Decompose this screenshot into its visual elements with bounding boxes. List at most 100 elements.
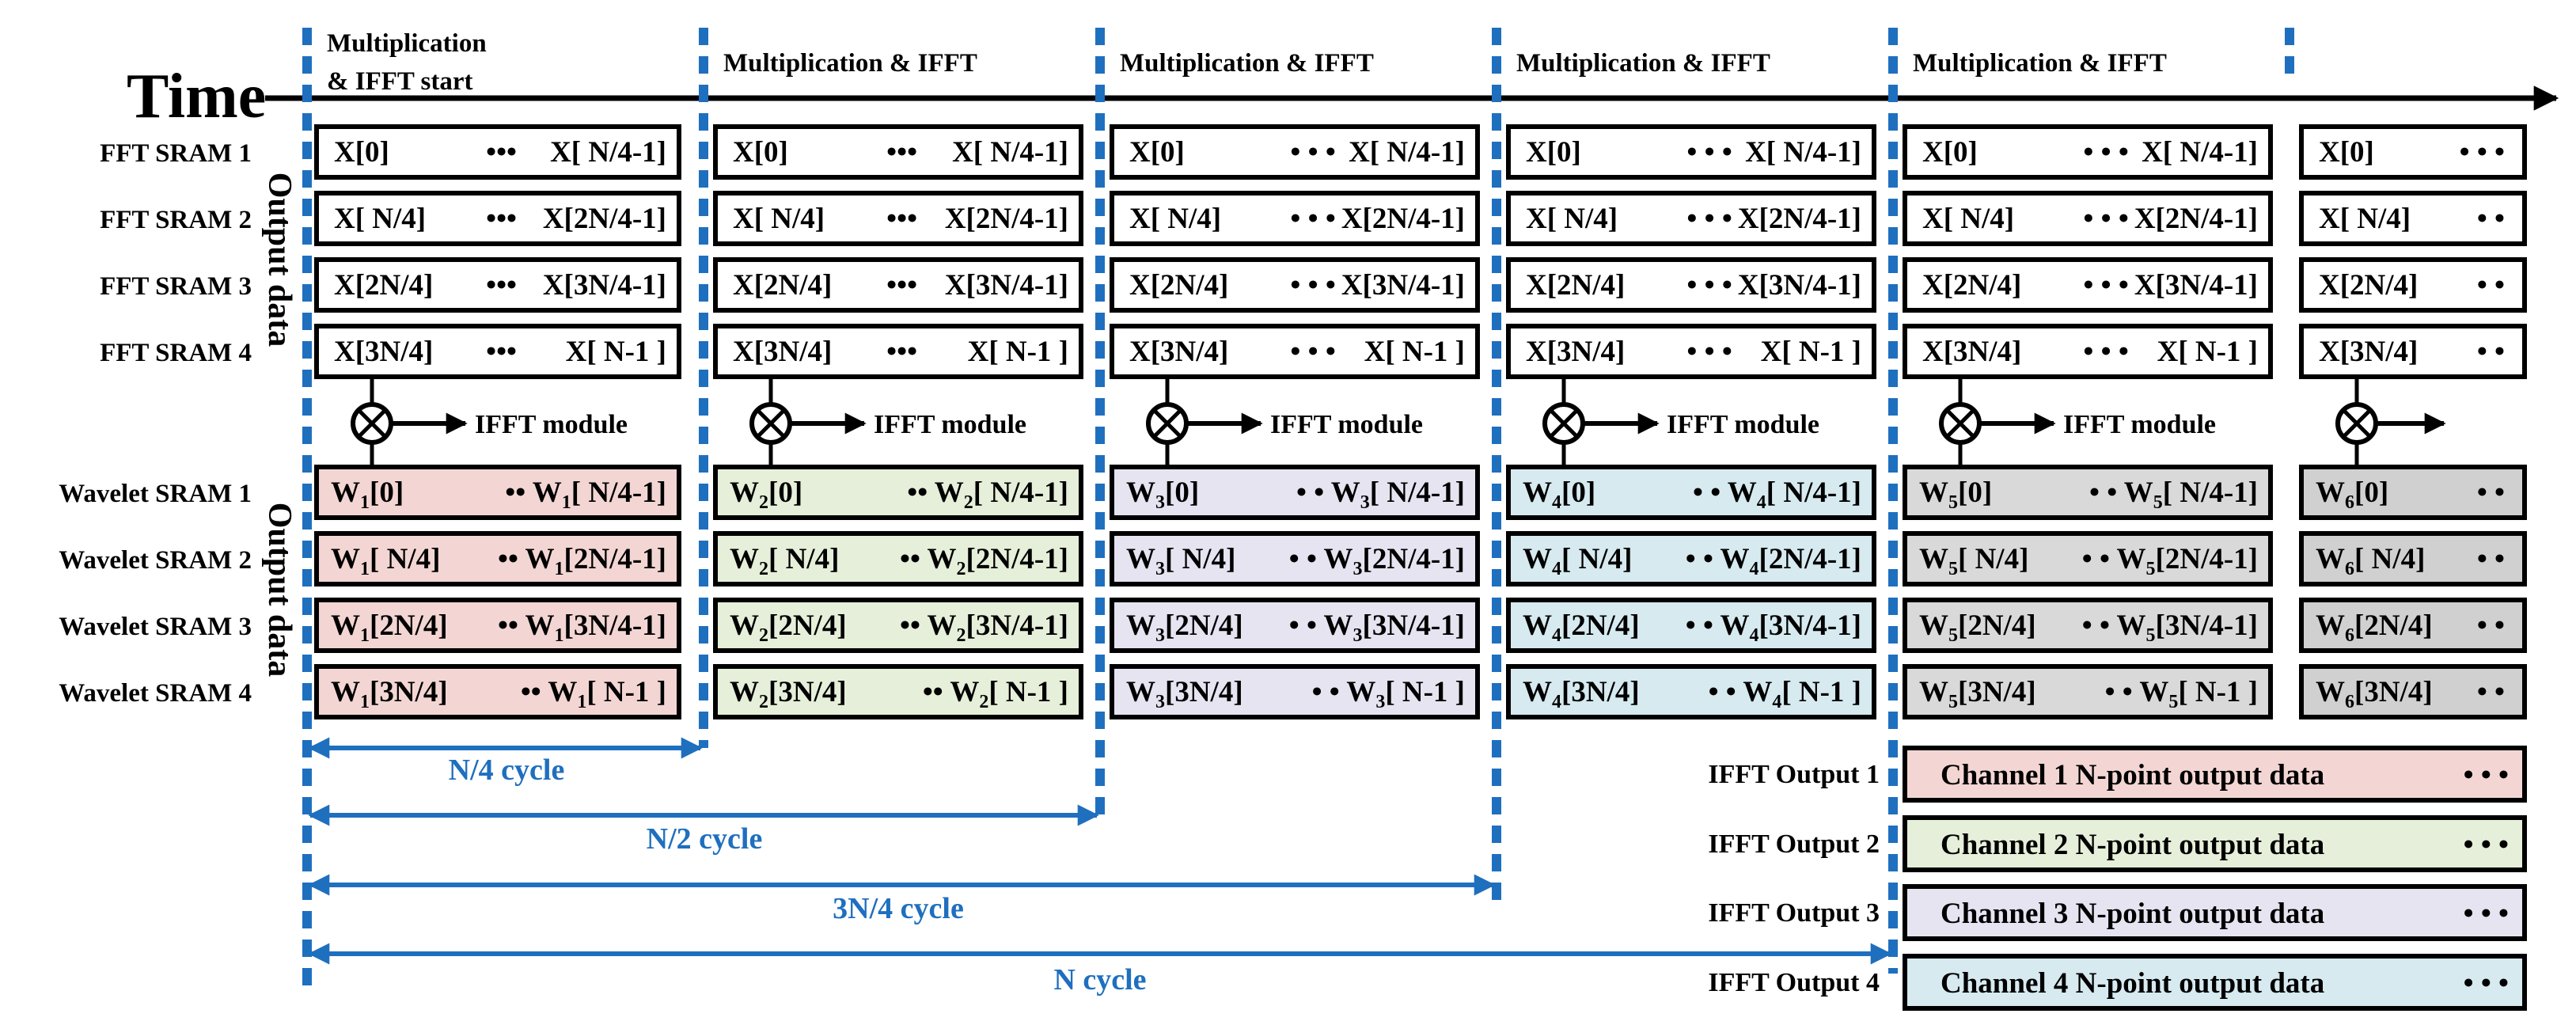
wavelet-sram-cell	[1506, 465, 1876, 520]
fft-cell-start-index: X[2N/4]	[334, 269, 433, 302]
fft-cell-start-index: X[ N/4]	[1129, 203, 1221, 235]
wavelet-sram-cell	[713, 598, 1083, 653]
fft-cell-ellipsis: •••	[886, 136, 917, 169]
fft-sram-cell	[1110, 124, 1480, 180]
fft-cell-start-index: X[3N/4]	[1526, 336, 1625, 368]
fft-cell-end-index: X[ N/4-1]	[952, 136, 1068, 169]
wavelet-cell-start-index: W6[ N/4]	[2316, 543, 2425, 579]
wavelet-cell-end-index: •• W1[ N-1 ]	[521, 676, 666, 712]
wavelet-sram-cell	[1110, 664, 1480, 719]
fft-sram-cell	[1903, 191, 2273, 246]
wavelet-cell-start-index: W3[0]	[1126, 476, 1199, 513]
wavelet-cell-end-index: • • W3[ N/4-1]	[1296, 476, 1465, 513]
fft-cell-end-index: X[ N/4-1]	[1745, 136, 1861, 169]
fft-cell-ellipsis: •••	[886, 336, 917, 368]
wavelet-cell-start-index: W5[0]	[1919, 476, 1992, 513]
fft-sram-cell	[2299, 124, 2527, 180]
fft-cell-end-index: X[2N/4-1]	[543, 203, 666, 235]
wavelet-sram-cell	[1903, 664, 2273, 719]
wavelet-sram-cell	[713, 465, 1083, 520]
fft-cell-start-index: X[0]	[334, 136, 389, 169]
wavelet-sram-cell	[1506, 531, 1876, 587]
wavelet-sram-cell	[314, 664, 681, 719]
wavelet-cell-start-index: W3[2N/4]	[1126, 609, 1243, 646]
wavelet-cell-start-index: W6[0]	[2316, 476, 2388, 513]
fft-sram-cell	[713, 324, 1083, 379]
fft-sram-cell	[1110, 257, 1480, 313]
wavelet-sram-cell	[2299, 531, 2527, 587]
wavelet-cell-end-index: •• W2[ N-1 ]	[923, 676, 1068, 712]
ifft-output-box	[1903, 884, 2527, 941]
wavelet-cell-ellipsis: • •	[2477, 476, 2505, 509]
wavelet-cell-end-index: • • W3[2N/4-1]	[1289, 543, 1465, 579]
time-axis-label: Time	[127, 62, 266, 131]
fft-cell-start-index: X[ N/4]	[733, 203, 825, 235]
fft-sram-label: FFT SRAM 2	[100, 206, 252, 234]
fft-cell-start-index: X[2N/4]	[1922, 269, 2021, 302]
wavelet-cell-start-index: W5[2N/4]	[1919, 609, 2036, 646]
fft-cell-start-index: X[ N/4]	[1526, 203, 1618, 235]
wavelet-cell-end-index: •• W1[ N/4-1]	[505, 476, 666, 513]
wavelet-sram-cell	[1506, 598, 1876, 653]
wavelet-cell-end-index: • • W4[3N/4-1]	[1686, 609, 1861, 646]
fft-cell-end-index: X[3N/4-1]	[1341, 269, 1465, 302]
fft-cell-ellipsis: •••	[886, 203, 917, 235]
fft-cell-end-index: X[ N/4-1]	[550, 136, 666, 169]
fft-cell-ellipsis: • • •	[2083, 136, 2128, 169]
wavelet-cell-ellipsis: • •	[2477, 676, 2505, 708]
wavelet-cell-end-index: •• W2[ N/4-1]	[907, 476, 1068, 513]
wavelet-sram-label: Wavelet SRAM 3	[59, 613, 252, 641]
fft-cell-start-index: X[0]	[733, 136, 788, 169]
wavelet-sram-cell	[2299, 598, 2527, 653]
fft-cell-start-index: X[2N/4]	[733, 269, 832, 302]
fft-cell-ellipsis: • • •	[1686, 269, 1732, 302]
fft-sram-cell	[2299, 324, 2527, 379]
wavelet-cell-end-index: • • W4[ N/4-1]	[1693, 476, 1861, 513]
multiplier-cross	[1152, 408, 1182, 438]
fft-cell-ellipsis: •••	[886, 269, 917, 302]
fft-cell-end-index: X[ N/4-1]	[2142, 136, 2258, 169]
fft-sram-cell	[314, 257, 681, 313]
ifft-module-label: IFFT module	[1270, 410, 1423, 439]
fft-cell-ellipsis: • • •	[1686, 136, 1732, 169]
fft-cell-start-index: X[ N/4]	[2319, 203, 2411, 235]
wavelet-cell-start-index: W4[ N/4]	[1523, 543, 1632, 579]
fft-cell-start-index: X[2N/4]	[1129, 269, 1228, 302]
fft-cell-start-index: X[3N/4]	[1922, 336, 2021, 368]
ifft-module-label: IFFT module	[1667, 410, 1819, 439]
fft-cell-start-index: X[ N/4]	[1922, 203, 2014, 235]
phase-label: Multiplication & IFFT	[1120, 49, 1374, 78]
ifft-output-ellipsis: • • •	[2464, 759, 2509, 792]
wavelet-cell-end-index: • • W4[ N-1 ]	[1709, 676, 1861, 712]
ifft-output-box	[1903, 954, 2527, 1011]
wavelet-sram-cell	[2299, 465, 2527, 520]
wavelet-sram-label: Wavelet SRAM 2	[59, 546, 252, 575]
fft-sram-cell	[1110, 324, 1480, 379]
wavelet-cell-start-index: W3[3N/4]	[1126, 676, 1243, 712]
fft-sram-cell	[1903, 124, 2273, 180]
fft-cell-start-index: X[3N/4]	[334, 336, 433, 368]
fft-sram-label: FFT SRAM 4	[100, 339, 252, 367]
wavelet-sram-cell	[1903, 531, 2273, 587]
duration-label: N cycle	[1053, 963, 1146, 997]
multiplier-cross	[1945, 408, 1975, 438]
ifft-output-box	[1903, 746, 2527, 803]
wavelet-sram-cell	[314, 598, 681, 653]
duration-label: N/2 cycle	[647, 822, 763, 856]
wavelet-cell-start-index: W6[3N/4]	[2316, 676, 2433, 712]
fft-cell-start-index: X[3N/4]	[2319, 336, 2418, 368]
fft-cell-ellipsis: • • •	[1686, 203, 1732, 235]
fft-cell-end-index: X[2N/4-1]	[2134, 203, 2258, 235]
fft-cell-ellipsis: •••	[486, 203, 517, 235]
wavelet-sram-label: Wavelet SRAM 4	[59, 679, 252, 708]
wavelet-cell-start-index: W1[ N/4]	[331, 543, 440, 579]
wavelet-sram-label: Wavelet SRAM 1	[59, 480, 252, 508]
ifft-output-label: IFFT Output 1	[1708, 760, 1880, 789]
multiplier-cross	[756, 408, 786, 438]
fft-cell-start-index: X[0]	[1129, 136, 1185, 169]
ifft-output-ellipsis: • • •	[2464, 898, 2509, 930]
fft-sram-cell	[1903, 257, 2273, 313]
fft-cell-ellipsis: •••	[486, 136, 517, 169]
fft-sram-cell	[2299, 257, 2527, 313]
fft-cell-end-index: X[2N/4-1]	[1341, 203, 1465, 235]
